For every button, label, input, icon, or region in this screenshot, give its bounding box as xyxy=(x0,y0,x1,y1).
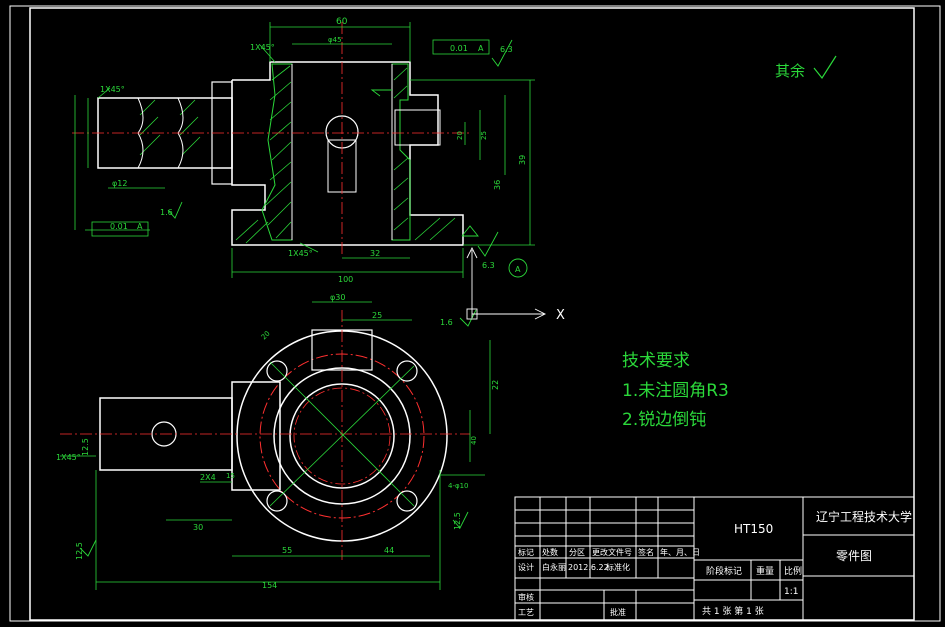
dim-20b: 20 xyxy=(260,329,272,341)
process-label: 工艺 xyxy=(518,608,534,617)
dim-overall-100: 100 xyxy=(338,275,353,284)
dim-chamfer-bottom: 1X45° xyxy=(288,249,313,258)
roughness-top: 6.3 xyxy=(500,45,513,54)
dim-shaft-dia: φ12 xyxy=(112,179,127,188)
school-name: 辽宁工程技术大学 xyxy=(816,509,912,524)
sheet-count: 共 1 张 第 1 张 xyxy=(702,605,764,617)
dim-25: 25 xyxy=(480,131,488,140)
parallel-datum: A xyxy=(137,222,143,231)
dim-40: 40 xyxy=(470,436,478,445)
datum-a: A xyxy=(515,265,521,274)
roughness-left2: 12.5 xyxy=(81,438,90,456)
inner-border xyxy=(29,7,915,621)
axis-label-x: X xyxy=(556,308,565,323)
ucs-axis-icon xyxy=(466,246,547,320)
roughness-view: 1.6 xyxy=(440,318,453,327)
roughness-shaft: 1.6 xyxy=(160,208,173,217)
design-date: 2012.6.22 xyxy=(568,563,609,572)
surface-note: 其余 xyxy=(775,62,805,80)
dim-chamfer-lower: 1X45° xyxy=(56,453,81,462)
dim-chamfer-top: 1X45° xyxy=(250,43,275,52)
weight-label: 重量 xyxy=(756,565,774,577)
scale-value: 1:1 xyxy=(784,587,798,597)
flatness-value: 0.01 xyxy=(450,44,468,53)
material: HT150 xyxy=(734,522,773,536)
dim-height-36: 36 xyxy=(493,180,502,190)
stage-label: 阶段标记 xyxy=(706,565,742,577)
header-count: 处数 xyxy=(542,547,558,557)
design-label: 设计 xyxy=(518,562,534,572)
front-section-view xyxy=(72,22,535,557)
dim-2x4: 2X4 xyxy=(200,473,216,482)
dim-chamfer-left: 1X45° xyxy=(100,85,125,94)
flatness-datum: A xyxy=(478,44,484,53)
drawing-name: 零件图 xyxy=(836,549,872,563)
header-date: 年、月、日 xyxy=(660,547,700,557)
roughness-symbol-icon xyxy=(813,55,837,80)
dim-32: 32 xyxy=(370,249,380,258)
approve-label: 批准 xyxy=(610,607,626,617)
dim-15: 15 xyxy=(226,472,235,480)
standardize-label: 标准化 xyxy=(606,562,630,572)
tech-req-item-1: 1.未注圆角R3 xyxy=(622,381,729,401)
review-label: 审核 xyxy=(518,592,534,602)
dim-20: 20 xyxy=(456,131,464,140)
designer-name: 白永丽 xyxy=(542,562,566,572)
header-change-doc: 更改文件号 xyxy=(592,547,632,557)
dim-55: 55 xyxy=(282,546,292,555)
parallel-value: 0.01 xyxy=(110,222,128,231)
outer-border xyxy=(9,5,941,622)
header-zone: 分区 xyxy=(569,548,585,557)
dim-top-width: 60 xyxy=(336,17,348,27)
plan-view xyxy=(60,301,491,590)
roughness-left3: 12.5 xyxy=(75,542,84,560)
dim-bore: φ45 xyxy=(328,36,342,44)
dim-44: 44 xyxy=(384,546,394,555)
dim-overall-154: 154 xyxy=(262,581,277,590)
dim-30: 30 xyxy=(193,523,203,532)
dim-22: 22 xyxy=(491,380,500,390)
dim-25b: 25 xyxy=(372,311,382,320)
tech-req-item-2: 2.锐边倒钝 xyxy=(622,410,706,430)
scale-label: 比例 xyxy=(784,565,802,577)
dim-r30: φ30 xyxy=(330,293,345,302)
tech-req-title: 技术要求 xyxy=(622,351,690,371)
title-block xyxy=(514,496,915,621)
header-sign: 签名 xyxy=(638,547,654,557)
dim-4hole: 4-φ10 xyxy=(448,482,469,490)
roughness-right: 12.5 xyxy=(453,512,462,530)
dim-depth-39: 39 xyxy=(518,155,527,165)
header-mark: 标记 xyxy=(518,547,534,557)
roughness-bottom: 6.3 xyxy=(482,261,495,270)
